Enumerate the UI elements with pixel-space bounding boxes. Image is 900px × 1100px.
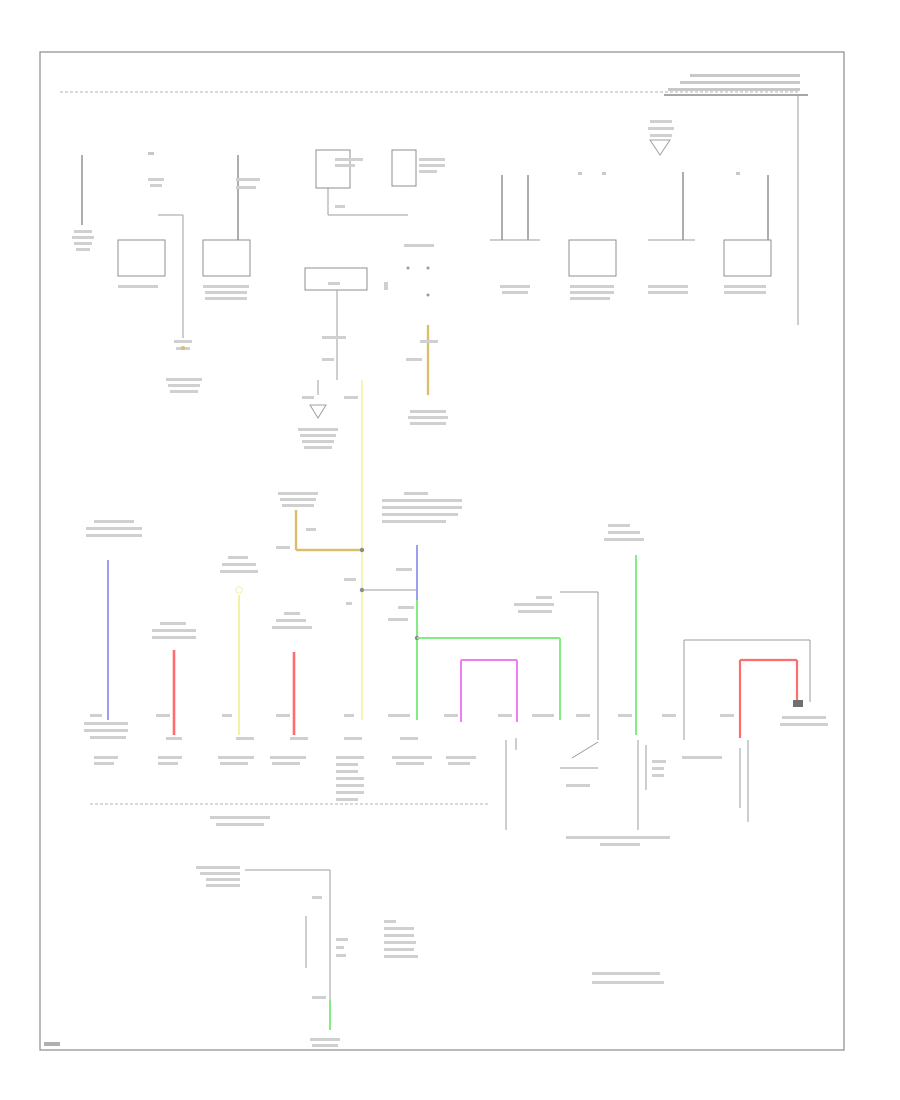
legend — [592, 972, 664, 984]
bottom-circuit — [44, 866, 664, 1047]
diagram-frame — [39, 51, 845, 1051]
component-labels — [94, 756, 476, 801]
center-trunk — [276, 290, 448, 720]
title-block — [60, 74, 808, 325]
top-components — [72, 120, 772, 393]
connector-pins — [84, 714, 734, 740]
lower-circuits — [84, 492, 828, 846]
